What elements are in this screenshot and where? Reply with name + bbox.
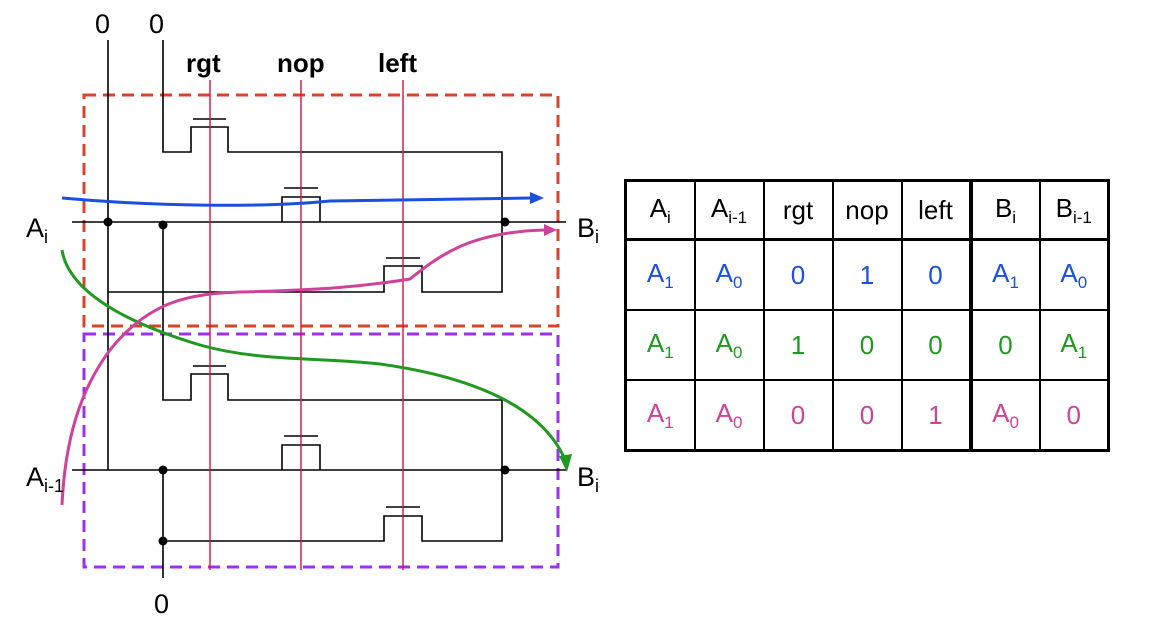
table-header-cell: Bi-1: [1038, 179, 1110, 241]
table-cell: A0: [693, 379, 765, 452]
table-cell: 0: [762, 379, 834, 452]
signal-label-b-i-1: Bi-1: [577, 462, 600, 496]
signal-label-b-i: Bi: [577, 213, 599, 247]
nop-arrowhead-icon: [530, 192, 544, 204]
junction-dots: [103, 217, 510, 546]
control-label-left: left: [378, 48, 417, 78]
table-cell: A0: [693, 238, 765, 311]
table-header-cell: Ai: [624, 179, 696, 241]
table-cell: 0: [969, 309, 1041, 381]
table-cell: A0: [1038, 238, 1110, 311]
table-header-cell: left: [900, 179, 973, 241]
table-cell: 1: [900, 379, 973, 452]
table-cell: A0: [693, 309, 765, 381]
table-cell: 0: [831, 309, 903, 381]
stage-i-box: [82, 93, 560, 328]
control-label-rgt: rgt: [186, 48, 221, 78]
table-cell: A1: [624, 238, 696, 311]
table-cell: A1: [624, 379, 696, 452]
shifter-circuit-diagram: 0 0 rgt nop left: [26, 9, 600, 619]
bottom-zero-label: 0: [154, 589, 169, 619]
table-header-cell: nop: [831, 179, 903, 241]
table-cell: 0: [1038, 379, 1110, 452]
table-header-cell: Ai-1: [693, 179, 765, 241]
rgt-arrowhead-icon: [559, 454, 572, 472]
table-header-cell: rgt: [762, 179, 834, 241]
circuit-wiring: [72, 40, 566, 578]
table-cell: 0: [762, 238, 834, 311]
top-zero-label-1: 0: [95, 9, 110, 39]
table-header-cell: Bi: [969, 179, 1041, 241]
table-cell: A1: [624, 309, 696, 381]
table-header-row: Ai Ai-1 rgt nop left Bi Bi-1: [624, 179, 1110, 241]
rgt-path-arrow: [60, 249, 568, 463]
table-cell: 0: [831, 379, 903, 452]
table-cell: A1: [969, 238, 1041, 311]
table-cell: 1: [831, 238, 903, 311]
nop-path-arrow: [61, 196, 531, 207]
table-cell: 1: [762, 309, 834, 381]
signal-label-a-i: Ai: [26, 213, 48, 247]
left-path-arrow: [60, 228, 546, 506]
table-cell: A0: [969, 379, 1041, 452]
stage-i-1-box: [82, 332, 560, 569]
left-arrowhead-icon: [544, 224, 557, 236]
top-zero-label-2: 0: [149, 9, 164, 39]
signal-label-a-i-1: Ai-1: [26, 462, 64, 496]
table-cell: A1: [1038, 309, 1110, 381]
table-cell: 0: [900, 309, 973, 381]
transistor-gates: [193, 118, 420, 508]
control-label-nop: nop: [277, 48, 325, 78]
table-cell: 0: [900, 238, 973, 311]
